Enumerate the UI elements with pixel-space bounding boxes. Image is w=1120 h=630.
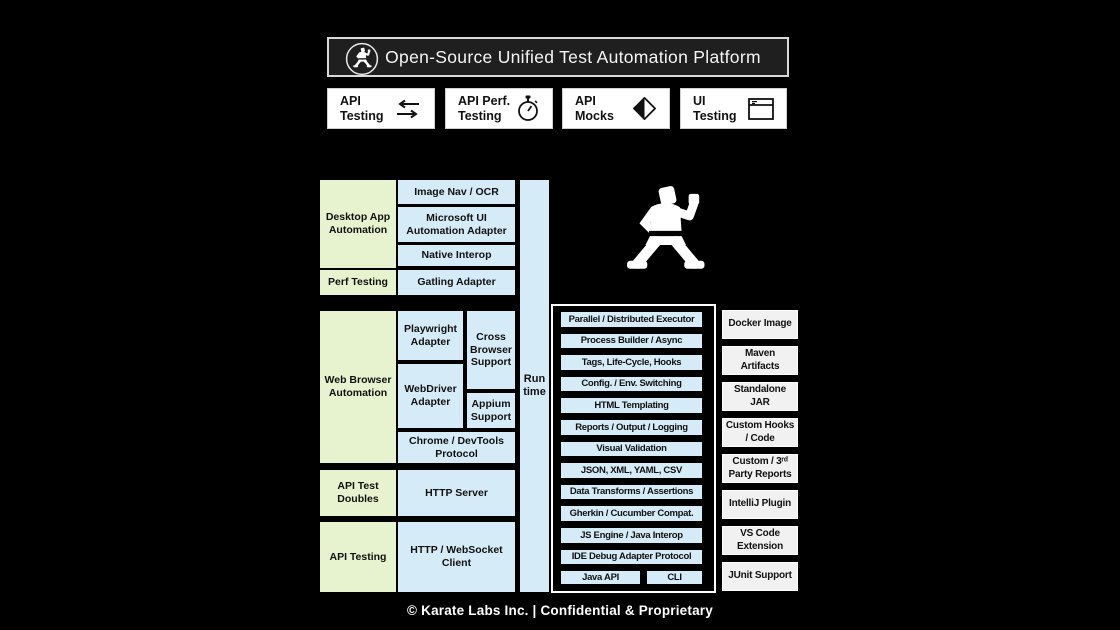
- runtime-bar: Run time: [520, 180, 549, 592]
- box-web-browser-automation: Web Browser Automation: [320, 311, 396, 463]
- box-api-testing: API Testing: [320, 522, 396, 592]
- footer-copyright: © Karate Labs Inc. | Confidential & Prop…: [407, 603, 713, 618]
- core-row: Reports / Output / Logging: [560, 419, 703, 436]
- box-http-server: HTTP Server: [398, 470, 515, 516]
- box-cli: CLI: [646, 570, 703, 585]
- outputs-column: Docker Image Maven Artifacts Standalone …: [722, 310, 798, 591]
- header-banner: Open-Source Unified Test Automation Plat…: [327, 37, 789, 77]
- box-custom-3rd-party-reports: Custom / 3ʳᵈ Party Reports: [722, 454, 798, 483]
- box-appium-support: Appium Support: [467, 393, 515, 428]
- box-api-test-doubles: API Test Doubles: [320, 470, 396, 516]
- page-title: Open-Source Unified Test Automation Plat…: [385, 46, 761, 67]
- core-row: JS Engine / Java Interop: [560, 527, 703, 544]
- box-native-interop: Native Interop: [398, 245, 515, 266]
- core-row: HTML Templating: [560, 397, 703, 415]
- feature-label: API Testing: [340, 93, 384, 123]
- box-desktop-app-automation: Desktop App Automation: [320, 180, 396, 268]
- box-gatling-adapter: Gatling Adapter: [398, 270, 515, 295]
- box-java-api: Java API: [560, 570, 642, 585]
- core-bottom-row: Java API CLI: [560, 570, 703, 585]
- core-row: Gherkin / Cucumber Compat.: [560, 505, 703, 523]
- core-row: Data Transforms / Assertions: [560, 483, 703, 501]
- stopwatch-icon: [516, 95, 540, 122]
- karate-logo-icon: [345, 42, 379, 76]
- box-junit-support: JUnit Support: [722, 562, 798, 591]
- box-playwright-adapter: Playwright Adapter: [398, 311, 463, 360]
- box-chrome-devtools-protocol: Chrome / DevTools Protocol: [398, 432, 515, 463]
- box-webdriver-adapter: WebDriver Adapter: [398, 364, 463, 428]
- feature-api-testing: API Testing: [327, 88, 435, 129]
- core-row: Config. / Env. Switching: [560, 375, 703, 393]
- box-docker-image: Docker Image: [722, 310, 798, 339]
- core-row: Parallel / Distributed Executor: [560, 311, 703, 328]
- feature-ui-testing: UI Testing: [680, 88, 787, 129]
- core-row: Process Builder / Async: [560, 332, 703, 350]
- box-maven-artifacts: Maven Artifacts: [722, 346, 798, 375]
- box-image-nav-ocr: Image Nav / OCR: [398, 180, 515, 204]
- feature-api-mocks: API Mocks: [562, 88, 670, 129]
- core-row: Visual Validation: [560, 440, 703, 458]
- swap-arrows-icon: [394, 99, 422, 119]
- box-vs-code-extension: VS Code Extension: [722, 526, 798, 555]
- feature-label: API Perf. Testing: [458, 93, 511, 123]
- box-http-websocket-client: HTTP / WebSocket Client: [398, 522, 515, 592]
- box-custom-hooks-code: Custom Hooks / Code: [722, 418, 798, 447]
- runtime-core-panel: Parallel / Distributed Executor Process …: [551, 304, 716, 593]
- core-row: IDE Debug Adapter Protocol: [560, 548, 703, 566]
- feature-label: API Mocks: [575, 93, 614, 123]
- box-standalone-jar: Standalone JAR: [722, 382, 798, 411]
- core-row: JSON, XML, YAML, CSV: [560, 462, 703, 479]
- core-row: Tags, Life-Cycle, Hooks: [560, 354, 703, 371]
- box-perf-testing: Perf Testing: [320, 270, 396, 295]
- browser-window-icon: [748, 97, 774, 120]
- feature-api-perf-testing: API Perf. Testing: [445, 88, 553, 129]
- box-intellij-plugin: IntelliJ Plugin: [722, 490, 798, 519]
- karate-figure-icon: [620, 186, 708, 274]
- box-microsoft-ui-automation-adapter: Microsoft UI Automation Adapter: [398, 207, 515, 242]
- box-cross-browser-support: Cross Browser Support: [467, 311, 515, 389]
- feature-label: UI Testing: [693, 93, 737, 123]
- half-diamond-icon: [632, 96, 657, 121]
